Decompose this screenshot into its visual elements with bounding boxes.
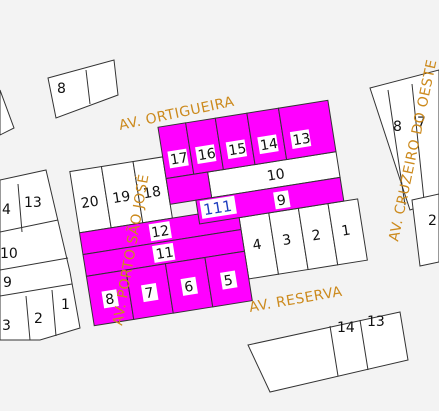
lot-label-12: 12: [150, 223, 170, 242]
neighbor-lot-2: 2: [34, 311, 43, 327]
lot-label-17: 17: [169, 150, 189, 169]
neighbor-lot-9: 9: [3, 275, 12, 291]
lot-label-6: 6: [183, 279, 194, 296]
lot-label-1: 1: [340, 223, 351, 240]
neighbor-lot-3: 3: [2, 318, 11, 334]
neighbor-block-right-lower: 2: [411, 193, 439, 267]
lot-label-19: 19: [111, 189, 131, 208]
neighbor-lot-8-top: 8: [57, 81, 66, 97]
neighbor-lot-7-right: 7: [417, 115, 426, 131]
lot-label-4: 4: [251, 237, 262, 254]
lot-label-2: 2: [311, 227, 322, 244]
lot-label-10: 10: [266, 166, 286, 185]
neighbor-block-far-left-top: [0, 89, 15, 136]
neighbor-block-bottom: 14 13: [247, 311, 409, 393]
neighbor-lot-2-right: 2: [428, 213, 437, 229]
lot-label-20: 20: [80, 194, 100, 213]
lot-label-15: 15: [227, 141, 247, 160]
lot-label-11: 11: [155, 244, 175, 263]
lot-label-14: 14: [259, 136, 279, 155]
neighbor-lot-8-right: 8: [393, 119, 402, 135]
neighbor-lot-1: 1: [61, 297, 70, 313]
lot-label-13: 13: [292, 131, 312, 150]
block-111: 17 16 15 14 13 20 19 18 10 9 12 11 8 7 6…: [69, 99, 368, 327]
neighbor-block-left: 4 13 10 9 3 2 1: [0, 169, 81, 341]
neighbor-lot-14-bottom: 14: [337, 320, 355, 336]
neighbor-lot-13-bottom: 13: [367, 314, 385, 330]
lot-17-extension: [165, 171, 213, 205]
lot-label-8: 8: [104, 291, 115, 308]
block-number: 111: [202, 197, 233, 219]
lot-labels: 17 16 15 14 13 20 19 18 10 9 12 11 8 7 6…: [80, 129, 352, 308]
neighbor-lot-13-left: 13: [24, 195, 42, 211]
neighbor-lot-10: 10: [0, 246, 18, 262]
lot-label-18: 18: [142, 184, 162, 203]
lot-label-9: 9: [276, 192, 287, 209]
lot-label-3: 3: [281, 232, 292, 249]
lot-label-16: 16: [197, 146, 217, 165]
neighbor-block-right: 8 7: [369, 69, 439, 211]
lot-label-7: 7: [144, 285, 155, 302]
street-label-reserva: AV. RESERVA: [248, 284, 344, 316]
neighbor-block-top-left: 8: [47, 59, 119, 119]
neighbor-lot-4: 4: [2, 202, 11, 218]
lot-label-5: 5: [223, 273, 234, 290]
